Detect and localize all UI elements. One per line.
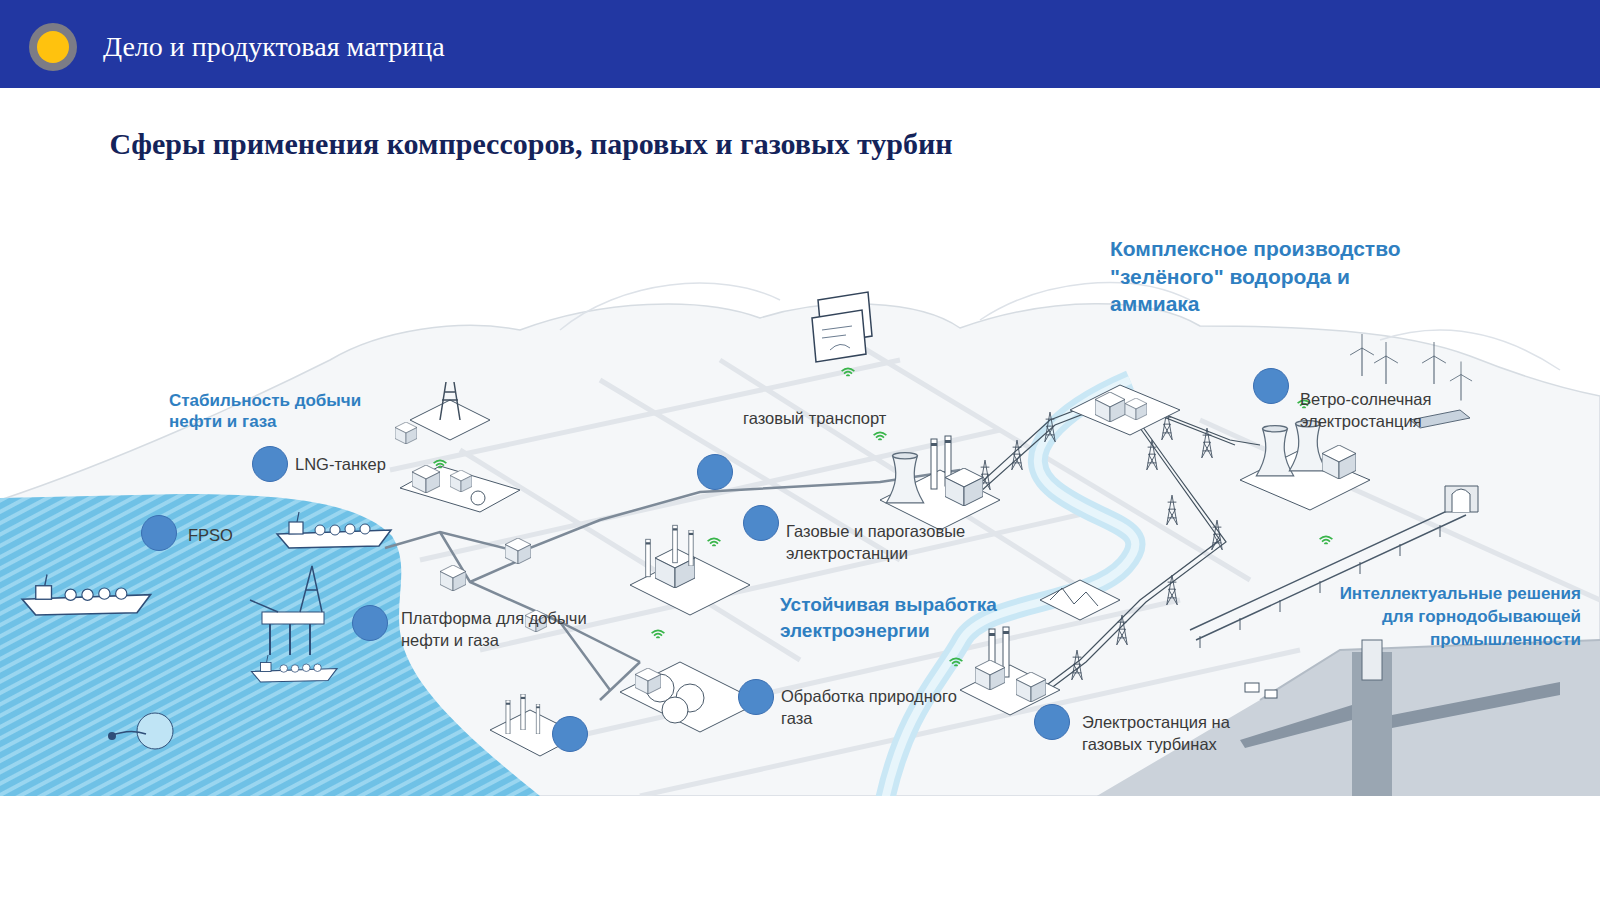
section-heading: Стабильность добычи нефти и газа (169, 390, 384, 432)
header-text: Дело и продуктовая матрица (103, 30, 803, 64)
marker-label: LNG-танкер (252, 446, 288, 482)
landscape (0, 283, 1600, 796)
oil-gas-field (395, 382, 547, 632)
logo-sun (37, 31, 69, 63)
marker-text: Электростанция на газовых турбинах (1082, 711, 1247, 755)
marker-circle (1253, 368, 1289, 404)
hill-outline (560, 283, 1560, 370)
marker-text: Ветро-солнечная электростанция (1300, 388, 1450, 432)
gas-processing (490, 525, 760, 756)
slide-title: Сферы применения компрессоров, паровых и… (96, 121, 966, 166)
section-heading: Интеллектуальные решения для горнодобыва… (1311, 582, 1581, 651)
marker-circle (552, 716, 588, 752)
marker-circle (1034, 704, 1070, 740)
monitors (812, 292, 872, 362)
marker-circle (252, 446, 288, 482)
area-label: газовый транспорт (743, 408, 943, 429)
river-edge (885, 380, 1136, 796)
marker-circle (738, 679, 774, 715)
section-heading: Комплексное производство "зелёного" водо… (1110, 235, 1430, 318)
marker-label: Обработка природного газа (738, 679, 774, 715)
marker-label: Газовые и парогазовые электростанции (743, 505, 779, 541)
power-lines (975, 395, 1260, 692)
marker-label: FPSO (141, 515, 177, 551)
pylons (980, 410, 1223, 680)
river (885, 380, 1136, 796)
marker-label: Электростанция на газовых турбинах (1034, 704, 1070, 740)
marker-circle (352, 605, 388, 641)
marker-label: Ветро-солнечная электростанция (1253, 368, 1289, 404)
offshore (22, 512, 391, 749)
marker-circle (697, 454, 733, 490)
marker-text: Газовые и парогазовые электростанции (786, 520, 986, 564)
marker-text: Обработка природного газа (781, 685, 966, 729)
section-heading: Устойчивая выработка электроэнергии (780, 592, 1020, 644)
marker-text: FPSO (188, 524, 268, 546)
power-plants (880, 436, 1120, 715)
marker-text: Платформа для добычи нефти и газа (401, 607, 591, 651)
marker-text: LNG-танкер (295, 453, 415, 475)
marker-circle (141, 515, 177, 551)
marker-label: Платформа для добычи нефти и газа (352, 605, 388, 641)
marker-circle (743, 505, 779, 541)
